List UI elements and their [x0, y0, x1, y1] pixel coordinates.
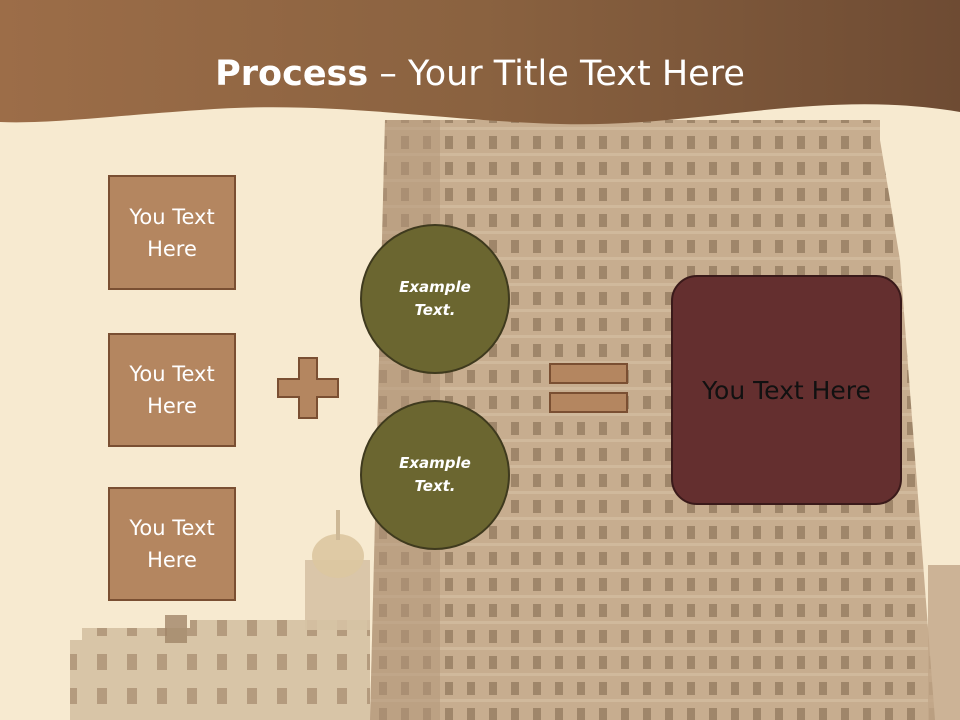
- text-box-3[interactable]: You Text Here: [108, 487, 236, 601]
- text-box-1-label: You Text Here: [129, 204, 215, 261]
- result-box-label: You Text Here: [702, 375, 871, 405]
- equals-icon: [549, 363, 628, 413]
- title-banner: [0, 0, 960, 125]
- text-box-2[interactable]: You Text Here: [108, 333, 236, 447]
- example-circle-2[interactable]: Example Text.: [360, 400, 510, 550]
- slide-title: Process – Your Title Text Here: [0, 50, 960, 98]
- plus-icon: [277, 357, 339, 419]
- example-circle-1-label: Example Text.: [399, 278, 471, 319]
- text-box-1[interactable]: You Text Here: [108, 175, 236, 290]
- text-box-3-label: You Text Here: [129, 516, 215, 572]
- example-circle-1[interactable]: Example Text.: [360, 224, 510, 374]
- example-circle-2-label: Example Text.: [399, 454, 471, 495]
- result-box[interactable]: You Text Here: [671, 275, 902, 505]
- title-rest-part: – Your Title Text Here: [368, 54, 745, 94]
- text-box-2-label: You Text Here: [129, 362, 215, 418]
- title-bold-part: Process: [215, 54, 369, 94]
